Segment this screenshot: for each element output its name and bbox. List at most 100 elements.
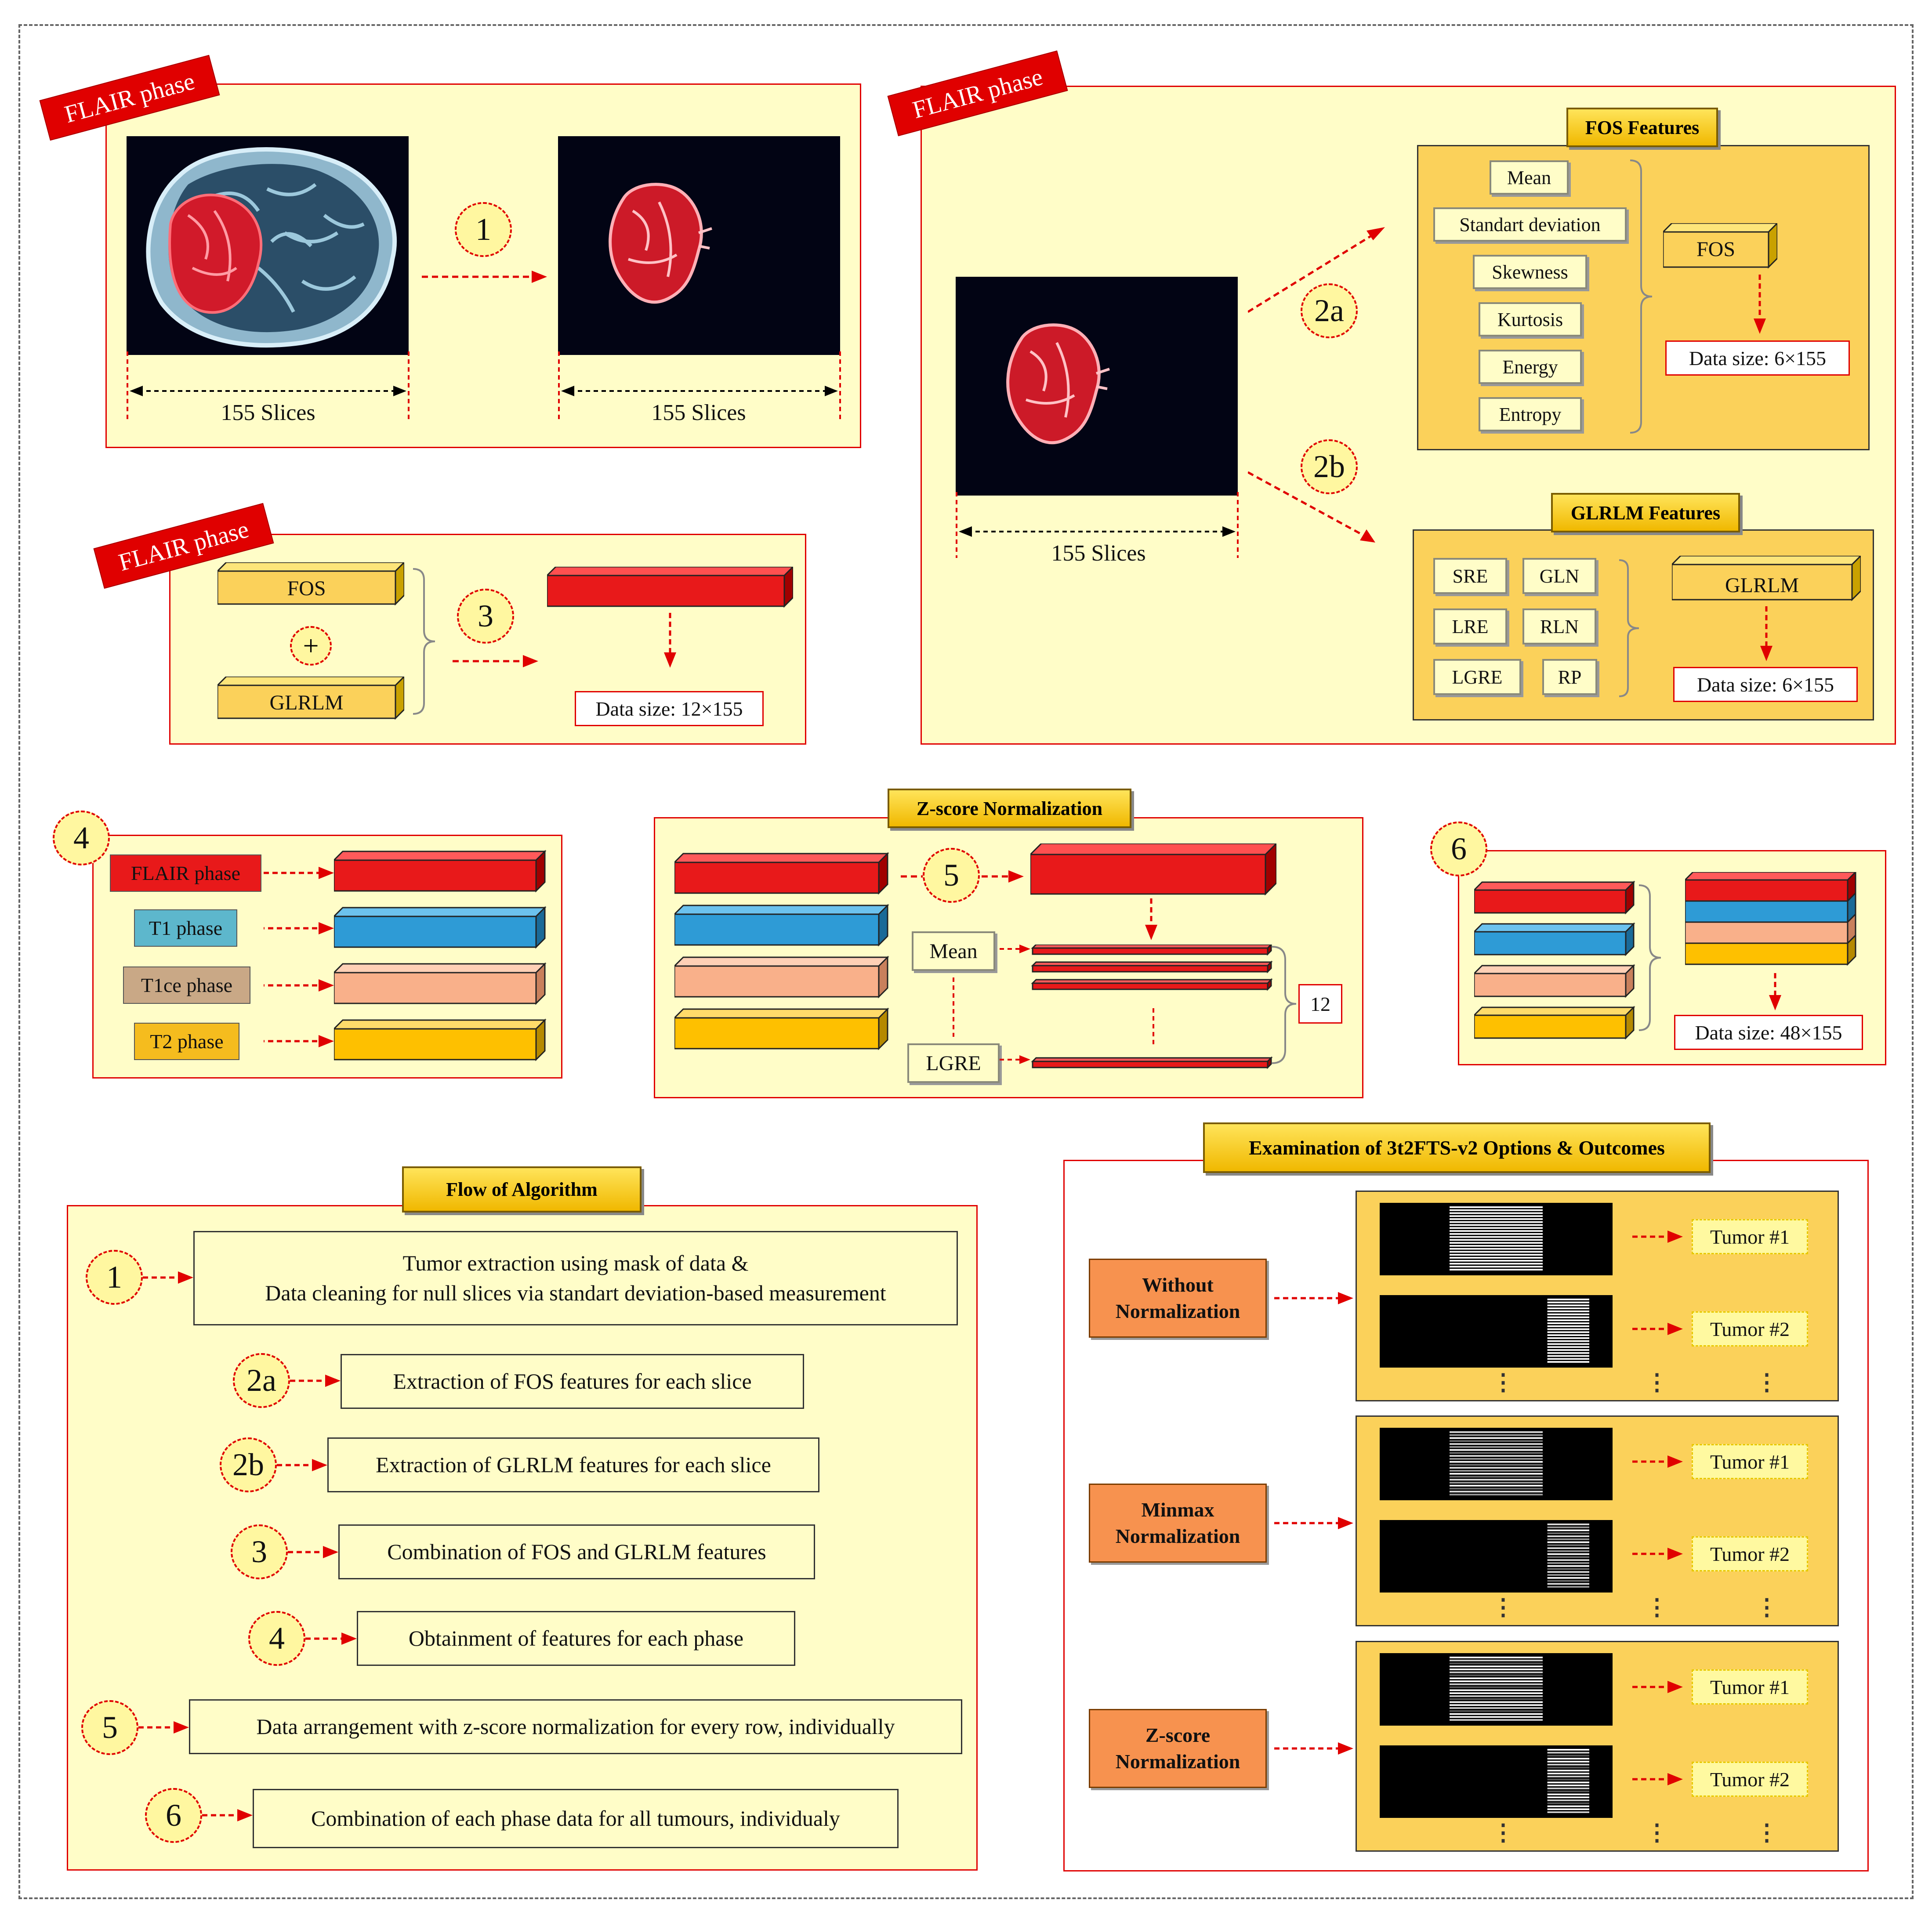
panel6-down-arrow: [1769, 973, 1781, 1010]
exam-group-1-tumor2-row: [1547, 1574, 1589, 1576]
exam-group-1-tumor1-row: [1450, 1491, 1543, 1493]
feature-rln: RLN: [1522, 608, 1596, 644]
stack-layer-blue-block: [1685, 900, 1849, 923]
arrow-step3: [453, 655, 538, 667]
exam-group-2-ellipsis-0: ⋮: [1492, 1821, 1515, 1846]
exam-group-1-tumor2-row: [1547, 1538, 1589, 1540]
stack-layer-orange-block: [1685, 942, 1849, 965]
exam-group-2-tumor1-row: [1450, 1669, 1543, 1670]
flow-step-1-line1: Tumor extraction using mask of data &: [402, 1251, 749, 1275]
exam-group-0-tumor1-row: [1450, 1263, 1543, 1265]
zscore-blue-block: [674, 904, 889, 947]
arrows-2a-2b: [1248, 227, 1385, 543]
exam-group-2-tumor2-row: [1547, 1773, 1589, 1774]
exam-group-2-tumor2-row: [1547, 1805, 1589, 1807]
panel6-datasize: Data size: 48×155: [1674, 1015, 1863, 1050]
exam-group-1-tumor2-row: [1547, 1532, 1589, 1535]
exam-group-2-label-line1: Z-score: [1145, 1724, 1211, 1747]
exam-group-1-tumor2-row: [1547, 1541, 1589, 1543]
exam-group-0-tumor2-row: [1547, 1331, 1589, 1333]
exam-group-2-tumor2-row: [1547, 1766, 1589, 1769]
tumor-slice-image: [956, 277, 1238, 496]
exam-group-1-tumor1-row: [1450, 1431, 1543, 1433]
exam-group-2-tumor1-row: [1450, 1665, 1543, 1668]
exam-group-0-tumor2-row: [1547, 1322, 1589, 1324]
feature-energy: Energy: [1479, 350, 1582, 384]
fos-block-label: FOS: [1696, 238, 1736, 261]
exam-group-2-tumor2-row: [1547, 1808, 1589, 1810]
zscore-row-lines: [953, 945, 1297, 1069]
exam-group-0-tumor1-row: [1450, 1245, 1543, 1247]
zscore-salmon-block: [674, 956, 889, 999]
panel6-blue-block: [1474, 922, 1635, 956]
exam-group-0-tumor1-row: [1450, 1266, 1543, 1268]
flow-step-1-box: Tumor extraction using mask of data & Da…: [193, 1231, 958, 1325]
exam-group-2-label-line2: Normalization: [1115, 1750, 1240, 1773]
exam-group-2-tumor1-row: [1450, 1674, 1543, 1676]
exam-group-2-tumor2-row: [1547, 1799, 1589, 1801]
feature-mean: Mean: [1490, 160, 1569, 195]
exam-group-0-tumor1-row: [1450, 1215, 1543, 1217]
exam-group-0-tumor1-row: [1450, 1242, 1543, 1244]
exam-group-2-tumor2-row: [1547, 1763, 1589, 1766]
flow-title: Flow of Algorithm: [402, 1166, 642, 1213]
row-lgre-label: LGRE: [907, 1043, 1000, 1083]
dimension-arrow-right: [558, 351, 841, 422]
exam-group-0-tumor2-row: [1547, 1304, 1589, 1307]
slices-label-right: 155 Slices: [651, 400, 746, 425]
t1-phase-label: T1 phase: [134, 909, 237, 947]
glrlm-block-label: GLRLM: [1725, 574, 1799, 597]
exam-group-2-tumor1-row: [1450, 1689, 1543, 1691]
exam-group-0-tumor1-row: [1450, 1239, 1543, 1241]
zscore-title: Z-score Normalization: [888, 789, 1131, 828]
exam-group-0-ellipsis-1: ⋮: [1646, 1370, 1668, 1395]
feature-row-0: [1031, 945, 1272, 956]
examination-title: Examination of 3t2FTS-v2 Options & Outco…: [1203, 1122, 1711, 1173]
exam-group-1-tumor2-row: [1547, 1562, 1589, 1564]
exam-group-1-tumor1-label: Tumor #1: [1692, 1444, 1808, 1479]
exam-group-1-label-line1: Minmax: [1141, 1499, 1214, 1521]
exam-group-0-tumor2-row: [1547, 1319, 1589, 1321]
exam-group-2-tumor2-row: [1547, 1758, 1589, 1760]
plus-circle: +: [290, 626, 332, 666]
exam-group-2-tumor2-row: [1547, 1781, 1589, 1784]
exam-group-0-tumor1-row: [1450, 1206, 1543, 1208]
exam-group-0-tumor2-row: [1547, 1355, 1589, 1357]
feature-lgre: LGRE: [1433, 659, 1521, 695]
exam-group-1-tumor2-row: [1547, 1568, 1589, 1570]
feature-entropy: Entropy: [1479, 397, 1582, 431]
glrlm-brace: [1619, 559, 1639, 697]
exam-group-0-tumor1-row: [1450, 1227, 1543, 1229]
exam-group-0-tumor1-row: [1450, 1212, 1543, 1214]
exam-group-1-tumor2-row: [1547, 1571, 1589, 1573]
exam-group-0-ellipsis-0: ⋮: [1492, 1370, 1515, 1395]
flow-step-1-circle: 1: [86, 1250, 143, 1305]
exam-group-1-tumor2-row: [1547, 1544, 1589, 1546]
exam-group-1-tumor2-row: [1547, 1550, 1589, 1552]
glrlm-block: [1672, 556, 1861, 601]
exam-group-2-tumor2-row: [1547, 1778, 1589, 1781]
exam-group-0-tumor1-row: [1450, 1230, 1543, 1232]
exam-group-2-ellipsis-2: ⋮: [1755, 1821, 1778, 1846]
flow-arrows: [138, 1271, 357, 1821]
exam-group-0-tumor1-row: [1450, 1224, 1543, 1226]
exam-group-2-tumor1-row: [1450, 1683, 1543, 1685]
exam-group-2-tumor1-row: [1450, 1713, 1543, 1715]
exam-group-0-tumor2-row: [1547, 1349, 1589, 1351]
exam-group-2-tumor1-row: [1450, 1704, 1543, 1706]
exam-group-1-tumor1-row: [1450, 1482, 1543, 1484]
exam-group-2-tumor1-row: [1450, 1707, 1543, 1709]
panel3-brace: [413, 568, 435, 715]
exam-group-0-tumor2-row: [1547, 1316, 1589, 1318]
exam-group-1-tumor1-row: [1450, 1476, 1543, 1478]
step-2a-circle: 2a: [1301, 283, 1358, 338]
exam-group-1-tumor2-row: [1547, 1529, 1589, 1531]
exam-group-2-tumor2-row: [1547, 1796, 1589, 1799]
fos-down-arrow: [1754, 275, 1766, 334]
flow-step-4-box: Obtainment of features for each phase: [357, 1611, 795, 1666]
phase-orange-block: [334, 1018, 547, 1061]
feature-lre: LRE: [1433, 608, 1507, 644]
flow-step-6-box: Combination of each phase data for all t…: [253, 1789, 899, 1848]
stack-top: [1685, 872, 1857, 881]
